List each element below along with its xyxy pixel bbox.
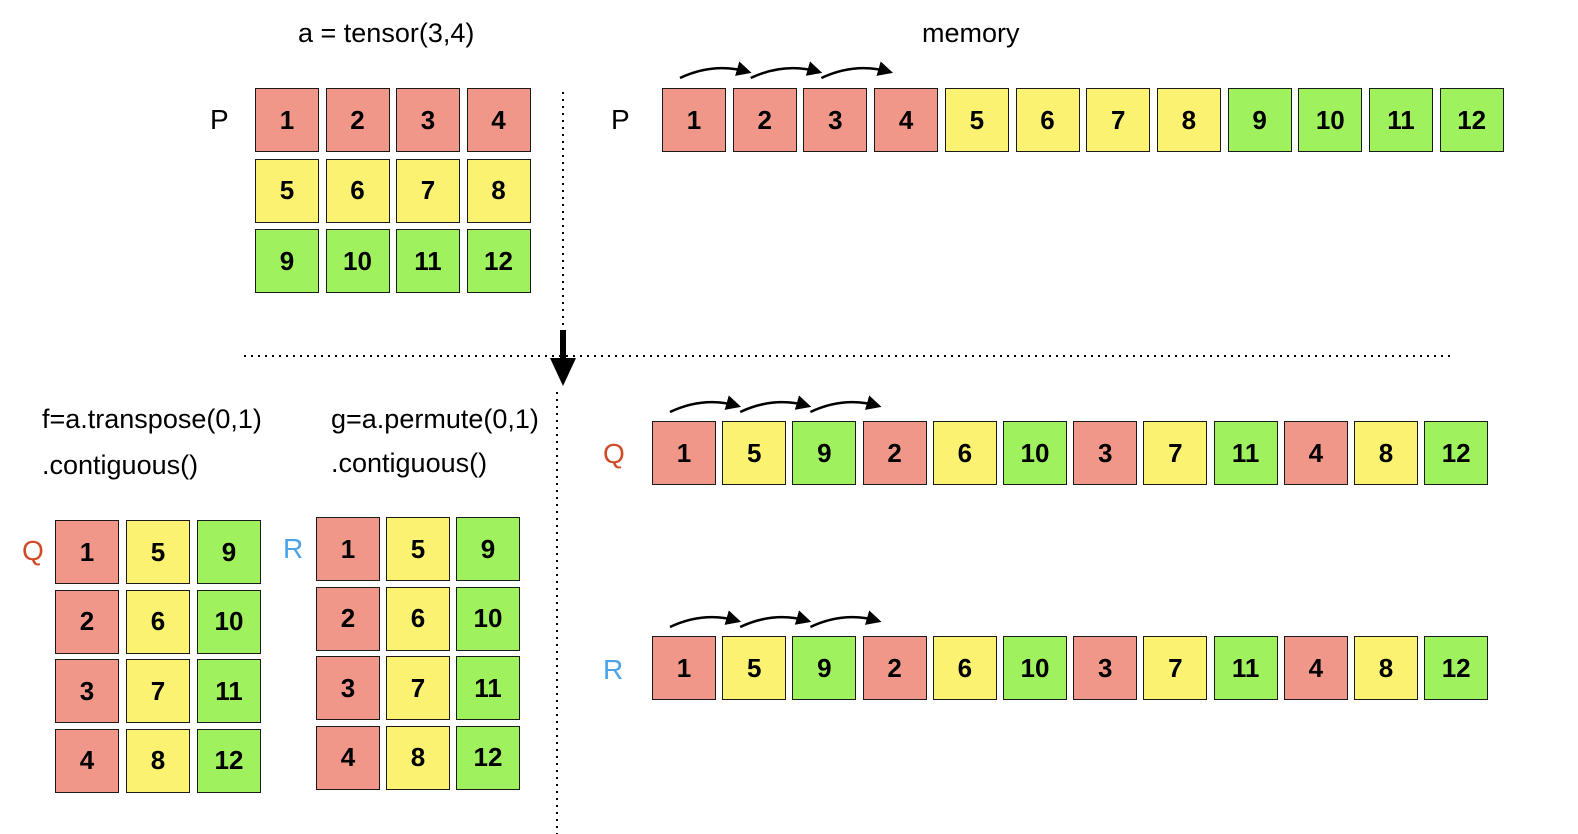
memory-P-cell: 7 — [1086, 88, 1151, 152]
memory-Q-cell: 12 — [1424, 421, 1489, 485]
grid-P-cell: 4 — [466, 88, 531, 152]
memory-R-cell: 1 — [652, 636, 716, 700]
memory-Q-cell: 3 — [1073, 421, 1138, 485]
memory-Q-cell: 1 — [652, 421, 716, 485]
memory-R-cell: 7 — [1143, 636, 1208, 700]
memory-Q-cell: 8 — [1354, 421, 1418, 485]
memory-Q-cell: 6 — [932, 421, 997, 485]
grid-Q-cell: 2 — [55, 589, 119, 654]
stride-arrow-icon — [679, 61, 752, 80]
memory-R-cell: 6 — [932, 636, 997, 700]
grid-Q-cell: 4 — [55, 728, 119, 793]
memory-P-cell: 5 — [944, 88, 1009, 152]
grid-R-label: R — [283, 533, 304, 564]
memory-P-cell: 8 — [1156, 88, 1221, 152]
memory-R-cell: 2 — [862, 636, 927, 700]
grid-R-cell: 1 — [316, 517, 380, 581]
memory-P-cell: 6 — [1015, 88, 1080, 152]
memory-R-cell: 3 — [1073, 636, 1138, 700]
grid-Q-cell: 1 — [55, 520, 119, 584]
memory-Q-label: Q — [603, 438, 625, 469]
memory-P-cell: 4 — [874, 88, 939, 152]
grid-P-cell: 10 — [325, 229, 390, 293]
grid-R-cell: 12 — [456, 725, 520, 790]
grid-R-cell: 9 — [456, 517, 520, 581]
grid-P-cell: 2 — [325, 88, 390, 152]
tensor-title: a = tensor(3,4) — [298, 18, 475, 48]
grid-Q-cell: 5 — [126, 520, 190, 584]
memory-Q-cell: 5 — [722, 421, 787, 485]
memory-Q-cell: 2 — [862, 421, 927, 485]
memory-R-cell: 5 — [722, 636, 787, 700]
memory-Q-cell: 10 — [1003, 421, 1067, 485]
grid-R-cell: 11 — [456, 656, 520, 720]
grid-Q-cell: 3 — [55, 659, 119, 723]
stride-arrow-icon — [669, 610, 742, 629]
stride-arrows — [669, 61, 893, 629]
grid-R-cell: 4 — [316, 725, 380, 790]
grid-P-cell: 7 — [396, 158, 460, 223]
memory-R-label: R — [603, 654, 624, 685]
transpose-code-line1: f=a.transpose(0,1) — [42, 404, 262, 434]
memory-P-cell: 11 — [1369, 88, 1433, 152]
memory-P-cell: 2 — [732, 88, 797, 152]
stride-arrow-icon — [669, 395, 742, 414]
grid-R-cell: 6 — [386, 586, 450, 651]
memory-R-cell: 10 — [1003, 636, 1067, 700]
grid-P-cell: 6 — [325, 158, 390, 223]
memory-R-cell: 8 — [1354, 636, 1418, 700]
grid-P-cell: 11 — [396, 229, 460, 293]
grid-P-cell: 3 — [396, 88, 460, 152]
grid-Q-cell: 7 — [126, 659, 190, 723]
stride-arrow-icon — [739, 610, 812, 629]
grid-P-label: P — [210, 104, 229, 135]
grid-R-cell: 3 — [316, 656, 380, 720]
grid-R-cell: 8 — [386, 725, 450, 790]
permute-code-line1: g=a.permute(0,1) — [331, 404, 539, 434]
memory-Q-cell: 11 — [1213, 421, 1278, 485]
memory-Q-cell: 7 — [1143, 421, 1208, 485]
memory-P-label: P — [611, 104, 630, 135]
memory-R-cell: 11 — [1213, 636, 1278, 700]
stride-arrow-icon — [750, 61, 823, 80]
grid-R-cell: 10 — [456, 586, 520, 651]
grid-Q-cell: 11 — [197, 659, 261, 723]
grid-P-cell: 12 — [466, 229, 531, 293]
grid-Q-cell: 12 — [197, 728, 261, 793]
memory-title: memory — [922, 18, 1020, 48]
grid-Q-cell: 9 — [197, 520, 261, 584]
stride-arrow-icon — [809, 395, 882, 414]
permute-code-line2: .contiguous() — [331, 448, 488, 478]
grid-R-cell: 7 — [386, 656, 450, 720]
stride-arrow-icon — [739, 395, 812, 414]
memory-R-cell: 12 — [1424, 636, 1489, 700]
memory-P-cell: 3 — [803, 88, 868, 152]
grid-P-cell: 8 — [466, 158, 531, 223]
grid-Q-cell: 8 — [126, 728, 190, 793]
memory-P-cell: 12 — [1439, 88, 1504, 152]
grid-P-cell: 5 — [255, 158, 319, 223]
grid-Q-cell: 6 — [126, 589, 190, 654]
memory-P-cell: 1 — [662, 88, 726, 152]
stride-arrow-icon — [809, 610, 882, 629]
down-arrow-icon — [550, 330, 576, 386]
grid-R-cell: 2 — [316, 586, 380, 651]
memory-R-cell: 4 — [1283, 636, 1348, 700]
memory-P-cell: 10 — [1298, 88, 1363, 152]
transpose-code-line2: .contiguous() — [42, 450, 199, 480]
memory-Q-cell: 4 — [1283, 421, 1348, 485]
stride-arrow-icon — [820, 61, 893, 80]
grid-P-cell: 1 — [255, 88, 319, 152]
memory-R-cell: 9 — [792, 636, 857, 700]
grid-P-cell: 9 — [255, 229, 319, 293]
grid-Q-label: Q — [22, 535, 44, 566]
grid-R-cell: 5 — [386, 517, 450, 581]
memory-Q-cell: 9 — [792, 421, 857, 485]
grid-Q-cell: 10 — [197, 589, 261, 654]
memory-P-cell: 9 — [1227, 88, 1292, 152]
